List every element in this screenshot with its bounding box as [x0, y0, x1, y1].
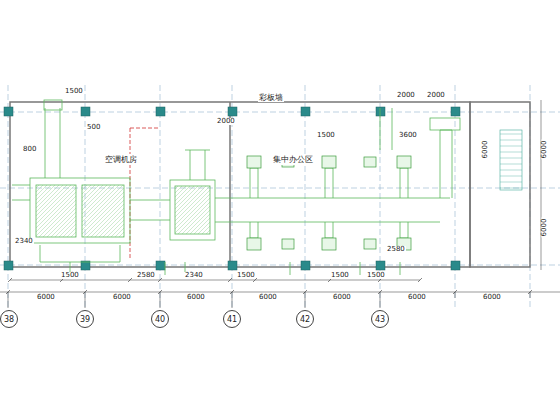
air-diffuser	[364, 239, 376, 249]
grid-axis-bubble: 42	[296, 310, 314, 328]
dimension-text: 1500	[366, 272, 386, 279]
dimension-text: 6000	[36, 294, 56, 301]
dimension-text: 1500	[330, 272, 350, 279]
dimension-text: 2580	[136, 272, 156, 279]
dimension-text: 6000	[541, 140, 548, 160]
dimension-text: 6000	[407, 294, 427, 301]
dimension-text: 6000	[482, 140, 489, 160]
axis-number: 38	[4, 315, 14, 324]
dimension-text: 3600	[398, 132, 418, 139]
grid-axis-bubble: 40	[151, 310, 169, 328]
dimension-text: 2340	[14, 238, 34, 245]
dimension-text: 2000	[396, 92, 416, 99]
air-diffuser	[247, 238, 261, 250]
air-diffuser	[397, 156, 411, 168]
dimension-text: 6000	[258, 294, 278, 301]
dimension-text: 6000	[541, 218, 548, 238]
axis-number: 42	[300, 315, 310, 324]
air-diffuser	[322, 156, 336, 168]
dimension-text: 2000	[426, 92, 446, 99]
grid-axis-bubble: 43	[371, 310, 389, 328]
grid-axis-bubble: 38	[0, 310, 18, 328]
air-diffuser	[247, 156, 261, 168]
room-area: 集中办公区	[232, 104, 468, 265]
dimension-text: 6000	[332, 294, 352, 301]
dimension-text: 6000	[112, 294, 132, 301]
dimension-text: 2340	[184, 272, 204, 279]
grid-axis-bubble: 41	[223, 310, 241, 328]
dimension-text: 1500	[64, 88, 84, 95]
dimension-text: 500	[86, 124, 101, 131]
axis-number: 41	[227, 315, 237, 324]
air-diffuser	[282, 239, 294, 249]
dimension-text: 1500	[316, 132, 336, 139]
dimension-text: 6000	[186, 294, 206, 301]
dimension-text: 1500	[236, 272, 256, 279]
axis-number: 43	[375, 315, 385, 324]
room-name: 空调机房	[104, 154, 138, 165]
room-name: 集中办公区	[272, 154, 314, 165]
axis-number: 40	[155, 315, 165, 324]
wall-note: 彩板墙	[258, 94, 284, 102]
air-diffuser	[364, 157, 376, 167]
grid-axis-bubble: 39	[76, 310, 94, 328]
dimension-text: 2580	[386, 246, 406, 253]
axis-number: 39	[80, 315, 90, 324]
dimension-text: 1500	[60, 272, 80, 279]
dimension-text: 800	[22, 146, 37, 153]
room-area: 空调机房	[12, 104, 228, 265]
dimension-text: 2000	[216, 118, 236, 125]
air-diffuser	[322, 238, 336, 250]
dimension-text: 6000	[482, 294, 502, 301]
